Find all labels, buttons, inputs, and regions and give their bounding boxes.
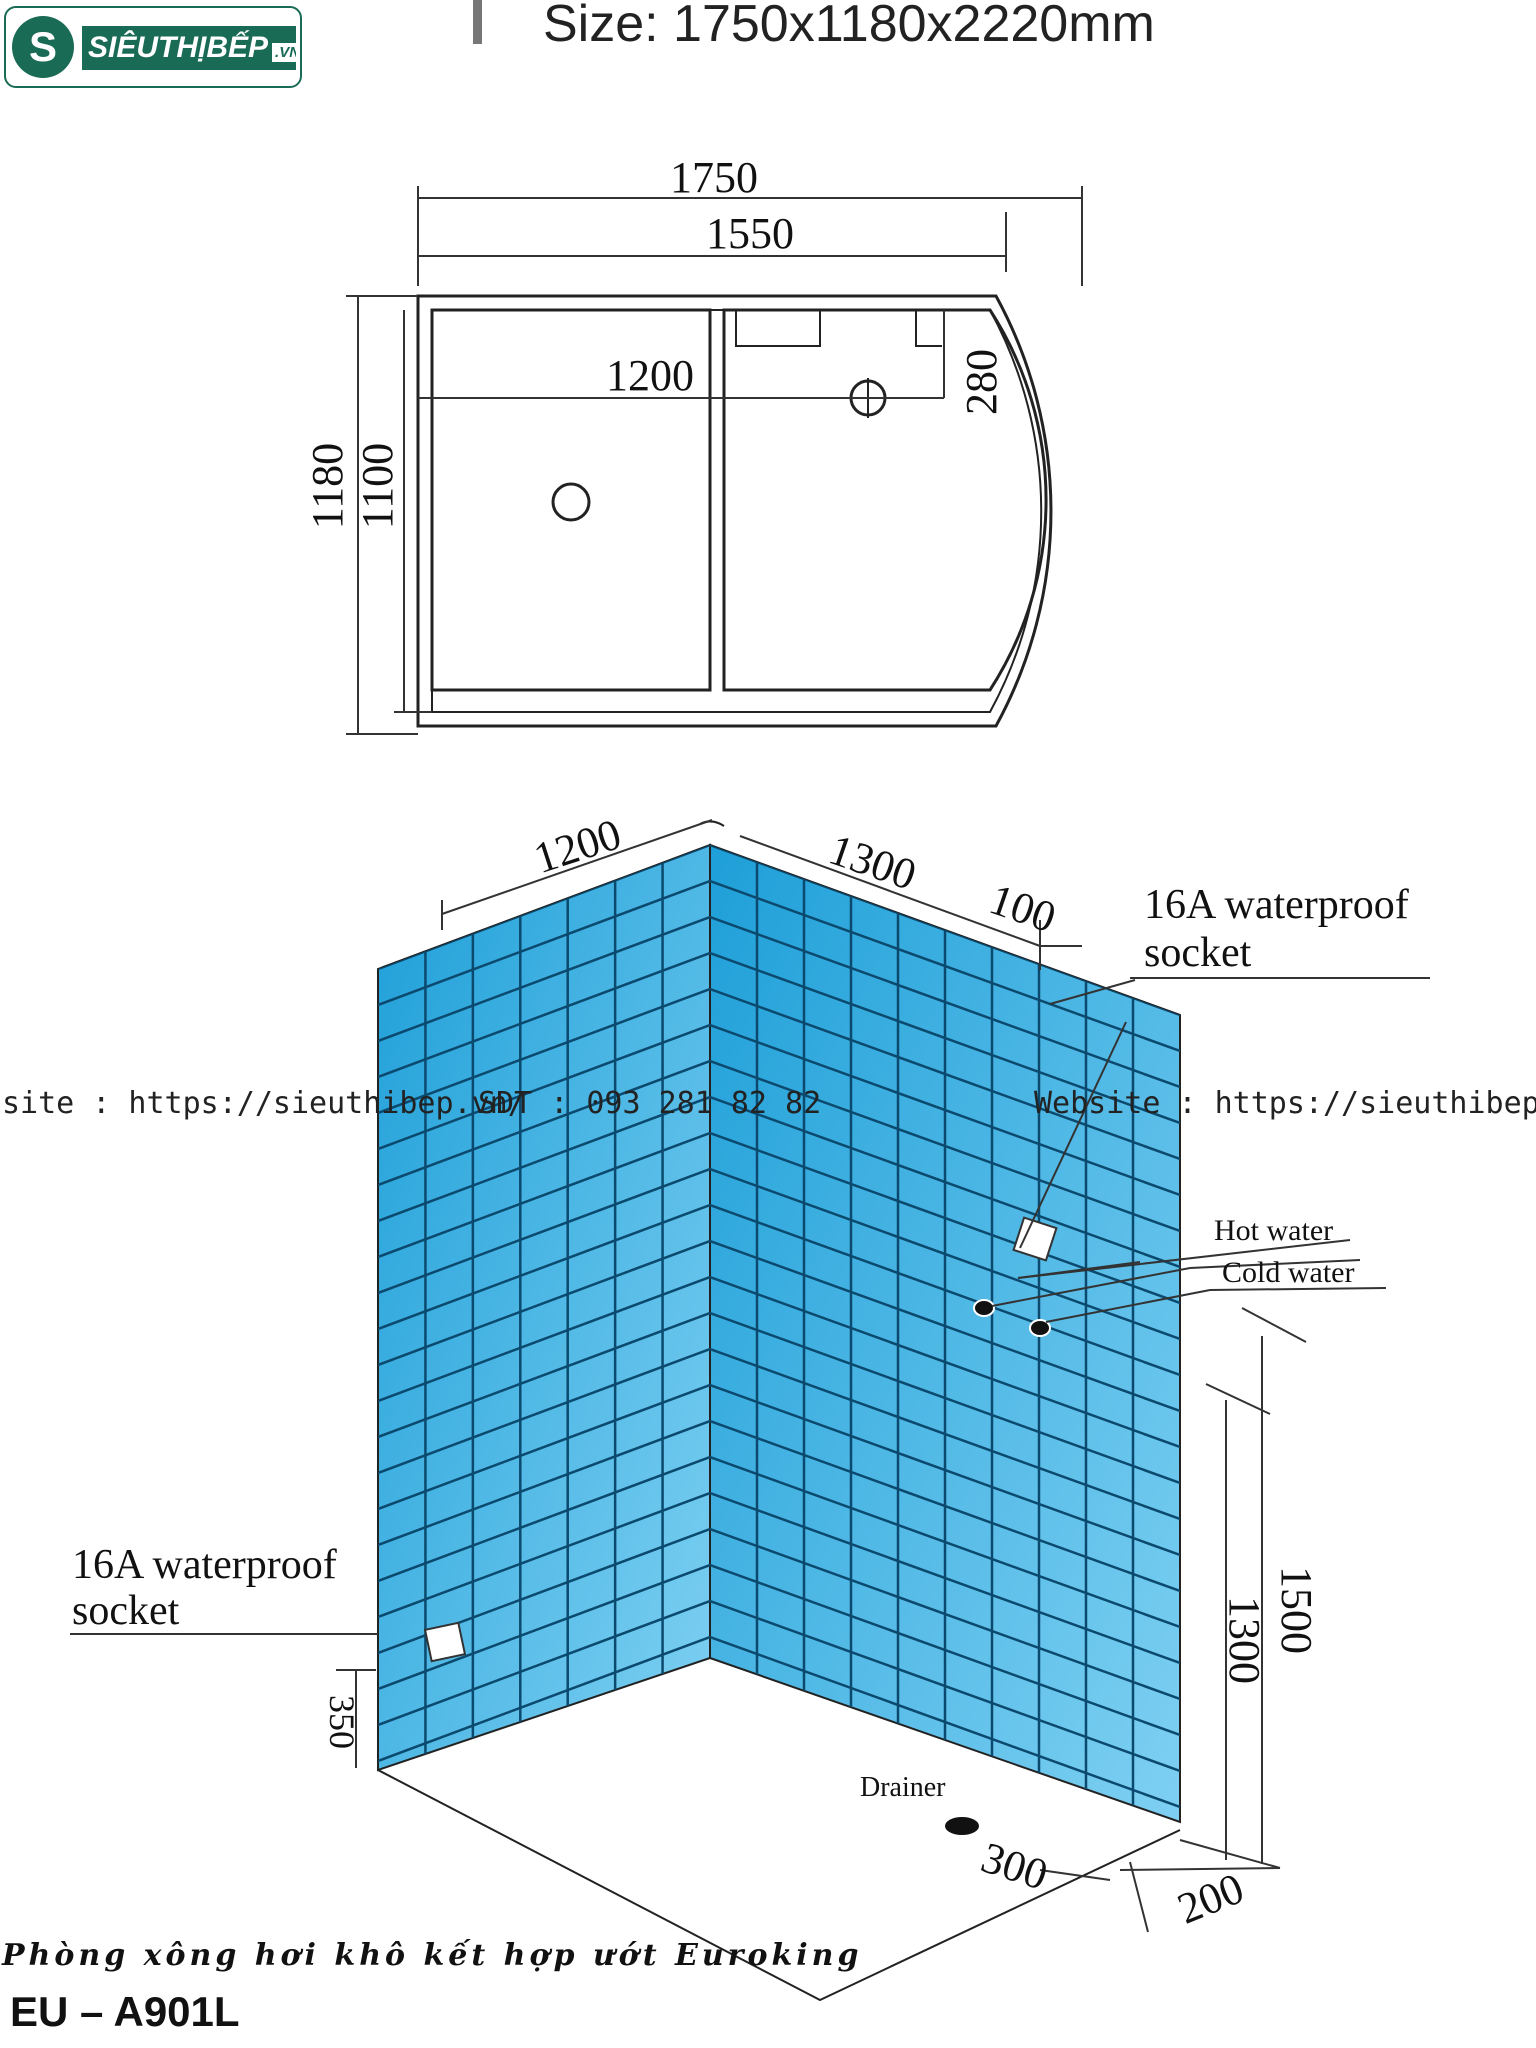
dim-1550: 1550	[706, 209, 794, 258]
dim-280: 280	[957, 349, 1006, 415]
tile-seam	[710, 1095, 1180, 1269]
tile-seam	[710, 1527, 1180, 1701]
brand-logo[interactable]: S SIÊUTHỊBẾP.VN	[4, 6, 302, 88]
watermark-left: site : https://sieuthibep.vn/	[2, 1086, 526, 1121]
tile-seam	[378, 1167, 710, 1295]
tile-seam	[378, 1347, 710, 1475]
label-socket-right-2: socket	[1144, 930, 1252, 976]
basin-right	[722, 308, 1048, 692]
plan-outer-outline	[416, 294, 1053, 728]
tile-seam	[378, 1311, 710, 1439]
fittings	[423, 1216, 1058, 1835]
label-socket-left-2: socket	[72, 1588, 180, 1634]
right-wall-tiles	[710, 845, 1180, 1822]
tile-seam	[378, 1455, 710, 1583]
seat-block-left	[735, 310, 821, 347]
logo-wordmark: SIÊUTHỊBẾP.VN	[82, 26, 296, 70]
dim-1200-wall: 1200	[528, 809, 627, 883]
tile-seam	[378, 915, 710, 1043]
logo-suffix: .VN	[272, 43, 296, 62]
tile-seam	[710, 1275, 1180, 1449]
tile-seam	[378, 1131, 710, 1259]
tile-seam	[710, 1491, 1180, 1665]
tile-seam	[378, 879, 710, 1007]
tile-seam	[710, 1635, 1180, 1809]
watermark-right: Website : https://sieuthibep.vn/	[1034, 1086, 1536, 1121]
tile-seam	[710, 915, 1180, 1089]
plan-inner-outline	[431, 309, 1043, 713]
wall-dimension-lines	[70, 819, 1430, 1933]
socket-right-icon	[1012, 1216, 1058, 1262]
tile-seam	[710, 1059, 1180, 1233]
dim-100: 100	[984, 874, 1062, 942]
tile-seam	[710, 1455, 1180, 1629]
tile-seam	[378, 1059, 710, 1187]
label-drainer: Drainer	[860, 1772, 946, 1803]
dim-1100: 1100	[353, 443, 402, 529]
tile-seam	[710, 1239, 1180, 1413]
socket-left-icon	[423, 1621, 467, 1663]
tile-seam	[378, 1419, 710, 1547]
tile-seam	[710, 1023, 1180, 1197]
basin-left	[430, 308, 712, 692]
tile-seam	[710, 951, 1180, 1125]
dim-1180: 1180	[303, 443, 352, 529]
watermark-center: SDT : 093 281 82 82	[478, 1086, 822, 1121]
tile-seam	[378, 951, 710, 1079]
dim-200: 200	[1171, 1863, 1251, 1933]
dim-1300-height: 1300	[1220, 1596, 1269, 1684]
tile-seam	[378, 1599, 710, 1727]
tile-seam	[710, 879, 1180, 1053]
tile-seam	[710, 1419, 1180, 1593]
cold-water-inlet-icon	[1029, 1319, 1051, 1337]
plan-dimension-lines	[346, 186, 1083, 735]
label-socket-left-1: 16A waterproof	[72, 1542, 337, 1588]
tile-seam	[378, 1635, 710, 1763]
label-cold-water: Cold water	[1222, 1256, 1354, 1289]
floor-outline	[377, 1769, 1181, 2002]
tile-seam	[710, 1203, 1180, 1377]
tile-seam	[378, 1491, 710, 1619]
dim-350: 350	[322, 1695, 362, 1749]
size-title: Size: 1750x1180x2220mm	[543, 0, 1155, 53]
tile-seam	[710, 1383, 1180, 1557]
tile-seam	[378, 1275, 710, 1403]
product-caption: Phòng xông hơi khô kết hợp ướt Euroking	[2, 1938, 863, 1973]
tile-seam	[710, 987, 1180, 1161]
plan-view	[416, 294, 1053, 728]
dim-1500: 1500	[1272, 1566, 1321, 1654]
seat-block-right	[915, 310, 942, 347]
plan-dimension-texts: 1750 1550 1200 280 1180 1100	[303, 153, 1006, 529]
drainer-icon	[945, 1817, 979, 1835]
tile-seam	[378, 1203, 710, 1331]
model-code: EU – A901L	[10, 1988, 240, 2035]
drain-hole-left	[551, 482, 591, 522]
tile-seam	[378, 1563, 710, 1691]
dim-300: 300	[976, 1833, 1054, 1900]
tile-seam	[710, 1131, 1180, 1305]
tile-seam	[710, 1311, 1180, 1485]
label-socket-right-1: 16A waterproof	[1144, 882, 1409, 928]
tile-seam	[378, 1239, 710, 1367]
title-bar	[473, 0, 482, 44]
hot-water-inlet-icon	[973, 1299, 995, 1317]
label-hot-water: Hot water	[1214, 1214, 1333, 1247]
tile-seam	[710, 1563, 1180, 1737]
tile-seam	[710, 1599, 1180, 1773]
dim-1200-plan: 1200	[606, 351, 694, 400]
tile-seam	[378, 987, 710, 1115]
tile-seam	[710, 1347, 1180, 1521]
dim-1300-wall: 1300	[823, 825, 922, 900]
tile-seam	[378, 1095, 710, 1223]
wall-view	[377, 820, 1181, 2002]
tile-seam	[378, 1383, 710, 1511]
logo-text: SIÊUTHỊBẾP	[88, 31, 269, 64]
dim-1750: 1750	[670, 153, 758, 202]
tile-seam	[378, 1023, 710, 1151]
logo-s-icon: S	[12, 16, 74, 78]
